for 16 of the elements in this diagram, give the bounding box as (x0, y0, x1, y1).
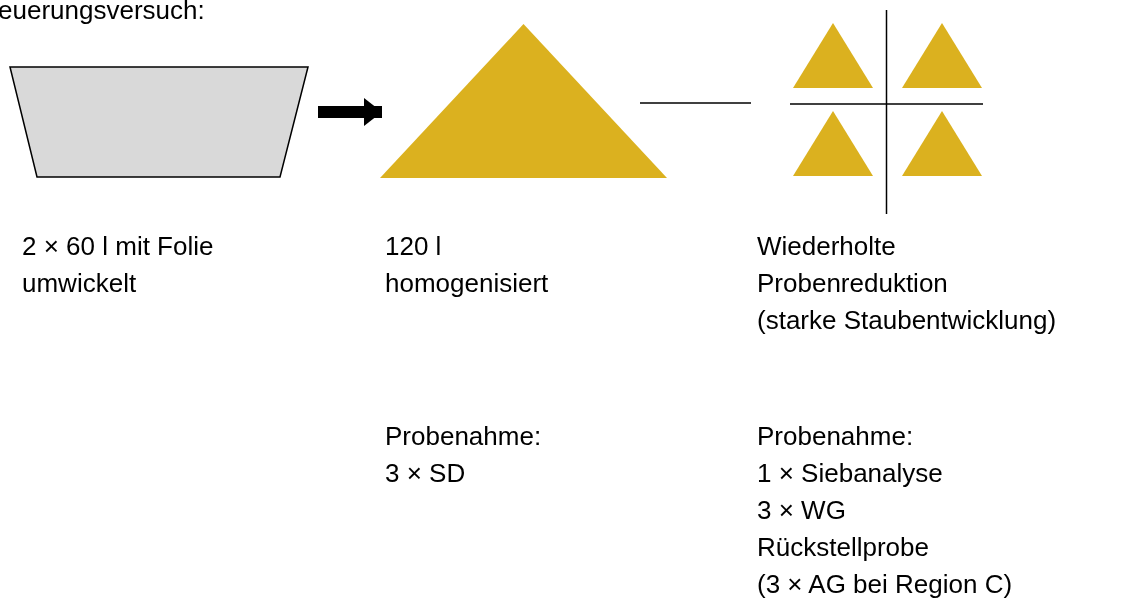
caption-text: Probenahme: (385, 420, 542, 453)
caption-text: (starke Staubentwicklung) (757, 304, 1057, 337)
caption-text: Rückstellprobe (757, 531, 929, 564)
caption-text: umwickelt (22, 267, 137, 300)
caption-text: Probenreduktion (757, 267, 948, 300)
connector-line (639, 102, 752, 104)
arrow (318, 98, 382, 126)
caption-text: (3 × AG bei Region C) (757, 568, 1013, 601)
caption-text: 3 × SD (385, 457, 466, 490)
caption-text: Wiederholte (757, 230, 896, 263)
caption-text: 2 × 60 l mit Folie (22, 230, 214, 263)
caption-text: homogenisiert (385, 267, 549, 300)
caption-text: 1 × Siebanalyse (757, 457, 943, 490)
caption-text: Probenahme: (757, 420, 914, 453)
caption-text: 120 l (385, 230, 442, 263)
caption-text: 3 × WG (757, 494, 846, 527)
